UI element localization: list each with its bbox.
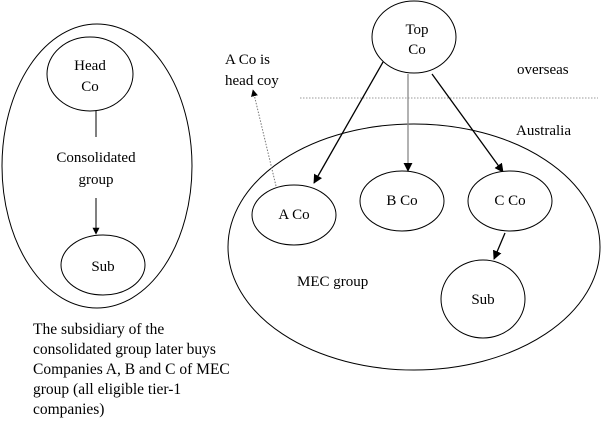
head-co-label-1: Head — [74, 58, 106, 74]
c-co-label: C Co — [494, 193, 525, 209]
a-co-label: A Co — [278, 207, 309, 223]
mec-group-label: MEC group — [297, 274, 368, 290]
mec-sub-node[interactable] — [440, 259, 526, 339]
annotation-label-1: A Co is — [225, 52, 270, 68]
a-co-node[interactable] — [251, 184, 337, 246]
left-sub-label: Sub — [91, 259, 114, 275]
a-co-head-coy-arrow — [251, 89, 277, 187]
consolidated-group-boundary — [1, 23, 193, 309]
australia-label: Australia — [516, 123, 571, 139]
top-co-label-1: Top — [405, 22, 428, 38]
mec-sub-label: Sub — [471, 292, 494, 308]
caption: The subsidiary of the consolidated group… — [33, 321, 230, 418]
c-to-sub-arrow — [493, 232, 506, 260]
mec-group-boundary — [227, 123, 601, 371]
annotation-label-2: head coy — [225, 73, 279, 89]
top-co-node[interactable] — [371, 0, 457, 74]
c-co-node[interactable] — [467, 170, 553, 232]
consolidated-group-label-2: group — [79, 172, 114, 188]
consolidated-group-label-1: Consolidated — [56, 150, 136, 166]
top-to-a-arrow — [313, 61, 384, 184]
head-co-label-2: Co — [81, 79, 99, 95]
overseas-label: overseas — [517, 62, 569, 78]
head-co-node[interactable] — [46, 36, 134, 112]
top-to-c-arrow — [431, 73, 504, 173]
top-co-label-2: Co — [408, 42, 426, 58]
left-sub-node[interactable] — [60, 234, 146, 296]
b-co-label: B Co — [386, 193, 417, 209]
b-co-node[interactable] — [359, 170, 445, 232]
